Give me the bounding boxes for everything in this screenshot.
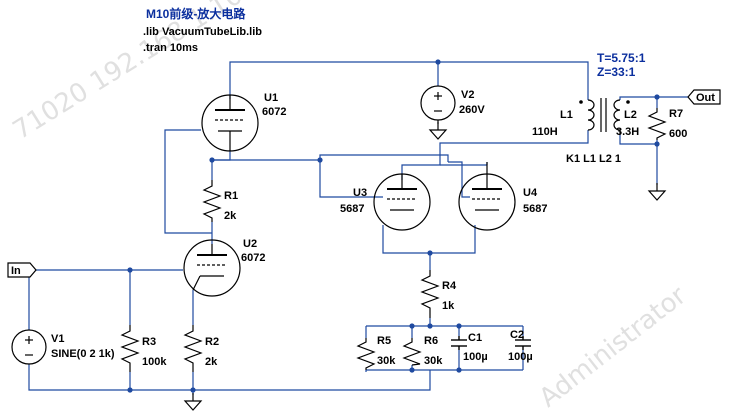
watermark-text-2: Administrator	[534, 281, 692, 414]
tube-u3-model: 5687	[340, 203, 364, 215]
capacitor-c2[interactable]	[515, 336, 531, 350]
schematic-title: M10前级-放大电路	[146, 6, 246, 21]
tube-u2-model: 6072	[241, 252, 265, 264]
resistor-r6-value: 30k	[424, 355, 443, 367]
source-v1-value: SINE(0 2 1k)	[51, 348, 115, 360]
inductor-l1[interactable]	[587, 99, 595, 131]
resistor-r7-ref: R7	[669, 108, 683, 120]
resistor-r3[interactable]	[120, 325, 140, 372]
tube-u3[interactable]	[373, 173, 431, 231]
resistor-r1-ref: R1	[224, 190, 238, 202]
transformer-ratio-note: T=5.75:1	[597, 51, 646, 65]
ground-symbol-main	[184, 392, 202, 411]
source-v1[interactable]	[11, 329, 47, 365]
tube-u2[interactable]	[183, 239, 241, 297]
tube-u1-model: 6072	[262, 106, 286, 118]
output-port[interactable]: Out	[687, 89, 721, 105]
resistor-r2[interactable]	[183, 325, 203, 372]
transformer-core	[600, 98, 607, 132]
capacitor-c1-ref: C1	[468, 332, 482, 344]
tube-u1-ref: U1	[264, 92, 278, 104]
input-port[interactable]: In	[7, 262, 37, 278]
resistor-r5-value: 30k	[377, 355, 396, 367]
inductor-l1-value: 110H	[532, 126, 558, 138]
resistor-r3-value: 100k	[142, 356, 167, 368]
capacitor-c1-value: 100µ	[463, 351, 488, 363]
source-v1-ref: V1	[51, 333, 64, 345]
resistor-r2-value: 2k	[205, 356, 218, 368]
source-v2[interactable]	[420, 85, 456, 124]
directive-lib: .lib VacuumTubeLib.lib	[143, 26, 262, 38]
capacitor-c1[interactable]	[451, 336, 467, 350]
resistor-r2-ref: R2	[205, 336, 219, 348]
resistor-r4-ref: R4	[442, 280, 457, 292]
ground-symbol-v2	[429, 121, 447, 140]
source-v2-value: 260V	[459, 104, 485, 116]
tube-u4-ref: U4	[523, 187, 538, 199]
inductor-l1-ref: L1	[560, 109, 573, 121]
resistor-r6-ref: R6	[424, 335, 438, 347]
capacitor-c2-ref: C2	[510, 329, 524, 341]
resistor-r6[interactable]	[402, 338, 422, 366]
resistor-r7-value: 600	[669, 128, 687, 140]
inductor-l2-dot	[626, 100, 630, 104]
output-port-label: Out	[696, 92, 715, 104]
resistor-r1-value: 2k	[224, 210, 237, 222]
tube-u4[interactable]	[458, 162, 516, 231]
inductor-l2[interactable]	[613, 99, 621, 135]
resistor-r4-value: 1k	[442, 300, 455, 312]
resistor-r5-ref: R5	[377, 335, 391, 347]
inductor-l2-ref: L2	[624, 109, 637, 121]
tube-u1[interactable]	[201, 94, 259, 152]
inductor-l2-value: 3.3H	[616, 126, 639, 138]
resistor-r1[interactable]	[202, 180, 222, 222]
capacitor-c2-value: 100µ	[508, 351, 533, 363]
ground-symbol-r7	[648, 182, 666, 201]
directive-coupling: K1 L1 L2 1	[566, 153, 621, 165]
resistor-r7[interactable]	[647, 108, 667, 140]
resistor-r4[interactable]	[420, 270, 440, 318]
inductor-l1-dot	[579, 100, 583, 104]
tube-u4-model: 5687	[523, 203, 547, 215]
resistor-r5[interactable]	[356, 338, 376, 370]
watermark-text-1: 71020 192.168.1.10	[8, 0, 248, 146]
resistor-r3-ref: R3	[142, 336, 156, 348]
input-port-label: In	[11, 265, 21, 277]
tube-u2-ref: U2	[243, 238, 257, 250]
transformer-impedance-note: Z=33:1	[597, 65, 636, 79]
wires	[28, 61, 688, 395]
source-v2-ref: V2	[461, 89, 474, 101]
tube-u3-ref: U3	[353, 187, 367, 199]
directive-tran: .tran 10ms	[143, 42, 198, 54]
